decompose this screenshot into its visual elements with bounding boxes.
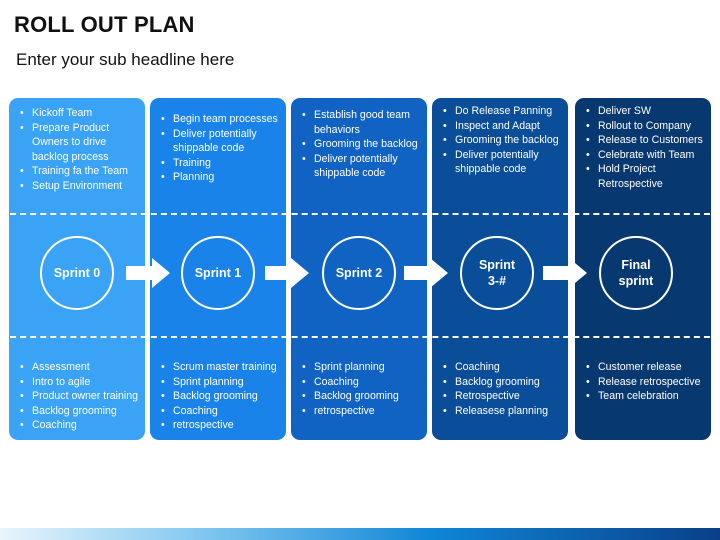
list-item: Hold Project Retrospective xyxy=(585,162,707,191)
list-item: Prepare Product Owners to drive backlog … xyxy=(19,121,141,165)
sprint-0-bottom-list: Assessment Intro to agile Product owner … xyxy=(9,360,145,433)
list-item: Backlog grooming xyxy=(442,375,564,390)
sprint-2-bottom-list: Sprint planning Coaching Backlog groomin… xyxy=(291,360,427,418)
footer-gradient-bar xyxy=(0,528,720,540)
list-item: Rollout to Company xyxy=(585,119,707,134)
list-item: Coaching xyxy=(301,375,423,390)
list-item: Backlog grooming xyxy=(160,389,282,404)
list-item: Sprint planning xyxy=(301,360,423,375)
list-item: retrospective xyxy=(301,404,423,419)
list-item: Scrum master training xyxy=(160,360,282,375)
list-item: Setup Environment xyxy=(19,179,141,194)
list-item: Team celebration xyxy=(585,389,707,404)
list-item: Begin team processes xyxy=(160,112,282,127)
arrow-right-icon xyxy=(543,258,587,288)
list-item: Product owner training xyxy=(19,389,141,404)
sprint-circle-4: Final sprint xyxy=(599,236,673,310)
list-item: Intro to agile xyxy=(19,375,141,390)
sprint-1-top-list: Begin team processes Deliver potentially… xyxy=(150,112,286,185)
list-item: Release to Customers xyxy=(585,133,707,148)
list-item: Coaching xyxy=(19,418,141,433)
list-item: Grooming the backlog xyxy=(301,137,423,152)
sprint-circle-2: Sprint 2 xyxy=(322,236,396,310)
page-subtitle: Enter your sub headline here xyxy=(16,50,235,69)
list-item: Grooming the backlog xyxy=(442,133,564,148)
list-item: Do Release Panning xyxy=(442,104,564,119)
sprint-1-bottom-list: Scrum master training Sprint planning Ba… xyxy=(150,360,286,433)
list-item: Assessment xyxy=(19,360,141,375)
list-item: Training fa the Team xyxy=(19,164,141,179)
sprint-column-0: Kickoff Team Prepare Product Owners to d… xyxy=(9,98,145,440)
list-item: Planning xyxy=(160,170,282,185)
list-item: Retrospective xyxy=(442,389,564,404)
sprint-3-bottom-list: Coaching Backlog grooming Retrospective … xyxy=(432,360,568,418)
sprint-circle-0: Sprint 0 xyxy=(40,236,114,310)
list-item: Deliver potentially shippable code xyxy=(160,127,282,156)
list-item: Release retrospective xyxy=(585,375,707,390)
list-item: Inspect and Adapt xyxy=(442,119,564,134)
list-item: Coaching xyxy=(160,404,282,419)
list-item: Deliver SW xyxy=(585,104,707,119)
list-item: Training xyxy=(160,156,282,171)
list-item: Kickoff Team xyxy=(19,106,141,121)
arrow-right-icon xyxy=(265,258,309,288)
list-item: Backlog grooming xyxy=(19,404,141,419)
list-item: Releasese planning xyxy=(442,404,564,419)
list-item: Customer release xyxy=(585,360,707,375)
list-item: Backlog grooming xyxy=(301,389,423,404)
dashed-divider-bottom xyxy=(0,336,720,338)
sprint-0-top-list: Kickoff Team Prepare Product Owners to d… xyxy=(9,106,145,193)
sprint-circle-3: Sprint 3-# xyxy=(460,236,534,310)
arrow-right-icon xyxy=(126,258,170,288)
sprint-circle-1: Sprint 1 xyxy=(181,236,255,310)
list-item: Sprint planning xyxy=(160,375,282,390)
page-title: ROLL OUT PLAN xyxy=(14,12,195,37)
sprint-4-bottom-list: Customer release Release retrospective T… xyxy=(575,360,711,404)
list-item: Coaching xyxy=(442,360,564,375)
sprint-3-top-list: Do Release Panning Inspect and Adapt Gro… xyxy=(432,104,568,177)
list-item: Establish good team behaviors xyxy=(301,108,423,137)
sprint-column-4: Deliver SW Rollout to Company Release to… xyxy=(575,98,711,440)
list-item: retrospective xyxy=(160,418,282,433)
list-item: Celebrate with Team xyxy=(585,148,707,163)
sprint-4-top-list: Deliver SW Rollout to Company Release to… xyxy=(575,104,711,191)
sprint-column-1: Begin team processes Deliver potentially… xyxy=(150,98,286,440)
list-item: Deliver potentially shippable code xyxy=(442,148,564,177)
dashed-divider-top xyxy=(0,213,720,215)
sprint-2-top-list: Establish good team behaviors Grooming t… xyxy=(291,108,427,181)
arrow-right-icon xyxy=(404,258,448,288)
list-item: Deliver potentially shippable code xyxy=(301,152,423,181)
